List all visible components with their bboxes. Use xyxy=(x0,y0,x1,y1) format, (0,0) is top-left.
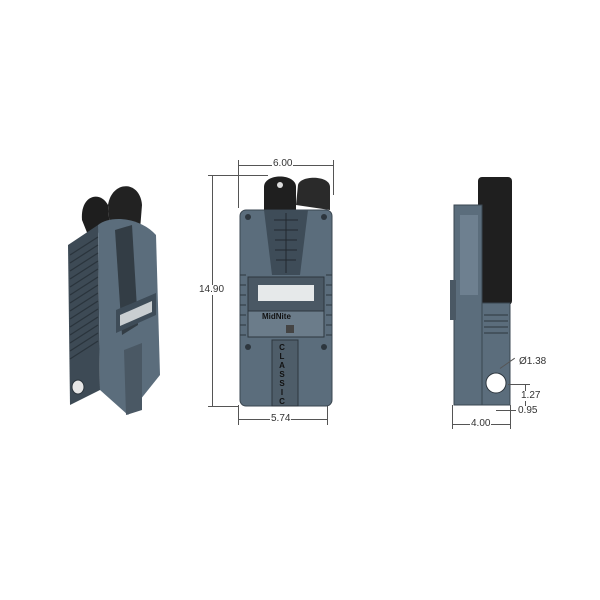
isometric-view xyxy=(60,175,170,420)
dim-top-width: 6.00 xyxy=(272,158,294,169)
side-device-icon xyxy=(450,177,512,406)
dim-bottom-width: 5.74 xyxy=(270,413,292,424)
display-logo: MidNite xyxy=(262,312,291,321)
side-view xyxy=(450,175,515,407)
front-view xyxy=(238,175,334,407)
dim-height: 14.90 xyxy=(198,284,226,295)
dim-hole-offset: 0.95 xyxy=(517,405,539,416)
isometric-device-icon xyxy=(68,186,160,415)
dim-depth: 4.00 xyxy=(470,418,492,429)
vertical-label: C L A S S I C xyxy=(279,343,285,406)
dim-hole-height: 1.27 xyxy=(520,390,542,401)
front-device-icon xyxy=(239,176,333,407)
dim-hole-diameter: Ø1.38 xyxy=(518,356,548,367)
